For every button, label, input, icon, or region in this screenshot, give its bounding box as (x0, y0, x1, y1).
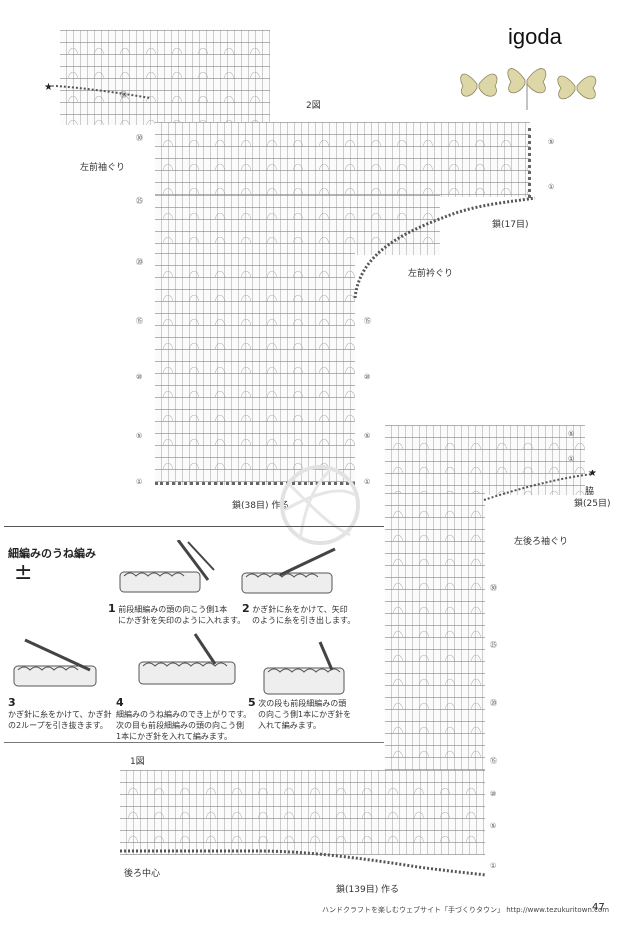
row-marker: ⑮ (136, 317, 143, 325)
step-5-illustration (263, 641, 345, 695)
row-marker: ⑤ (364, 432, 371, 440)
step-3-illustration (13, 638, 97, 687)
step-number: 4 (116, 696, 124, 709)
row-marker: ⑮ (364, 317, 371, 325)
diagram-2-title: 2図 (306, 101, 321, 111)
row-marker: ① (364, 478, 371, 486)
tutorial-step-1: 1 前段細編みの頭の向こう側1本 にかぎ針を矢印のように入れます。 (108, 602, 246, 625)
row-marker: ⑮ (490, 757, 497, 765)
diagram-2-sleeve-chart (60, 30, 270, 125)
step-number: 2 (242, 602, 250, 615)
row-marker: ⑩ (490, 790, 497, 798)
row-marker: ㉕ (136, 197, 143, 205)
page-number: 47 (592, 902, 605, 913)
step-number: 1 (108, 602, 116, 615)
tutorial-bottom-rule (4, 742, 384, 743)
row-marker: ㉚ (490, 584, 497, 592)
footer-website: ハンドクラフトを楽しむウェブサイト「手づくりタウン」 http://www.te… (322, 906, 610, 914)
tutorial-top-rule (4, 526, 384, 527)
diagram-2-body-chart (155, 253, 355, 485)
diagram-1-hem-curve (120, 849, 487, 877)
step-number: 5 (248, 696, 256, 709)
row-marker: ⑤ (548, 138, 555, 146)
row-marker: ⑤ (136, 432, 143, 440)
diagram-1-center-label: 後ろ中心 (124, 869, 161, 879)
tutorial-step-4: 4 細編みのうね編みのでき上がりです。 次の目も前段細編みの頭の向こう側 1本に… (116, 696, 252, 741)
brand-logo: igoda (508, 24, 562, 49)
diagram-2-star-line: ★ (44, 82, 151, 99)
diagram-1-side-chart (385, 493, 485, 783)
tutorial-symbol: ± (14, 560, 33, 585)
svg-text:★: ★ (588, 470, 597, 479)
row-marker: ⑩ (364, 373, 371, 381)
diagram-1-sleeve-label: 左後ろ袖ぐり (514, 537, 569, 547)
diagram-2-side-chain (528, 128, 537, 198)
tutorial-step-5: 5 次の段も前段細編みの頭 の向こう側1本にかぎ針を 入れて編みます。 (248, 696, 352, 730)
tutorial-title: 細編みのうね編み (8, 547, 96, 560)
diagram-2-row-top: ㉞ (120, 91, 127, 99)
diagram-2-chain-top: 鎖(17目) (492, 220, 529, 230)
tutorial-step-2: 2 かぎ針に糸をかけて、矢印 のように糸を引き出します。 (242, 602, 356, 625)
row-marker: ① (136, 478, 143, 486)
row-marker: ⑳ (490, 699, 497, 707)
step-number: 3 (8, 696, 16, 709)
diagram-1-side-label: 左脇 (576, 487, 595, 497)
diagram-2-neck-curve (353, 196, 536, 299)
row-marker: ⑤ (490, 822, 497, 830)
svg-text:★: ★ (44, 82, 53, 93)
yarn-ball-watermark (280, 465, 360, 545)
diagram-2-sleeve-label: 左前袖ぐり (80, 163, 126, 173)
row-marker: ① (568, 455, 575, 463)
diagram-1-chain-side: 鎖(25目) (574, 499, 611, 509)
row-marker: ⑩ (136, 373, 143, 381)
diagram-1-body-chart (120, 770, 485, 855)
butterfly-decoration (460, 68, 597, 110)
step-4-illustration (138, 633, 236, 685)
diagram-2-neck-label: 左前衿ぐり (408, 269, 454, 279)
row-marker: ⑤ (568, 430, 575, 438)
row-marker: ㉚ (136, 134, 143, 142)
tutorial-step-3: 3 かぎ針に糸をかけて、かぎ針 の2ループを引き抜きます。 (8, 696, 112, 730)
diagram-1-star-line: ★ (483, 470, 597, 501)
diagram-1-chain-bottom: 鎖(139目) 作る (336, 885, 400, 895)
step-1-illustration (119, 540, 215, 593)
row-marker: ① (490, 862, 497, 870)
diagram-2-chain-bottom: 鎖(38目) 作る (232, 501, 290, 511)
diagram-2-neck-chart (155, 195, 440, 255)
step-2-illustration (241, 547, 336, 594)
row-marker: ① (548, 183, 555, 191)
diagram-1-title: 1図 (130, 757, 145, 767)
diagram-2-upper-chart (155, 122, 530, 197)
diagram-1-sleeve-chart (385, 425, 585, 495)
row-marker: ⑳ (136, 258, 143, 266)
diagram-2-foundation-chain (155, 482, 355, 485)
row-marker: ㉕ (490, 641, 497, 649)
